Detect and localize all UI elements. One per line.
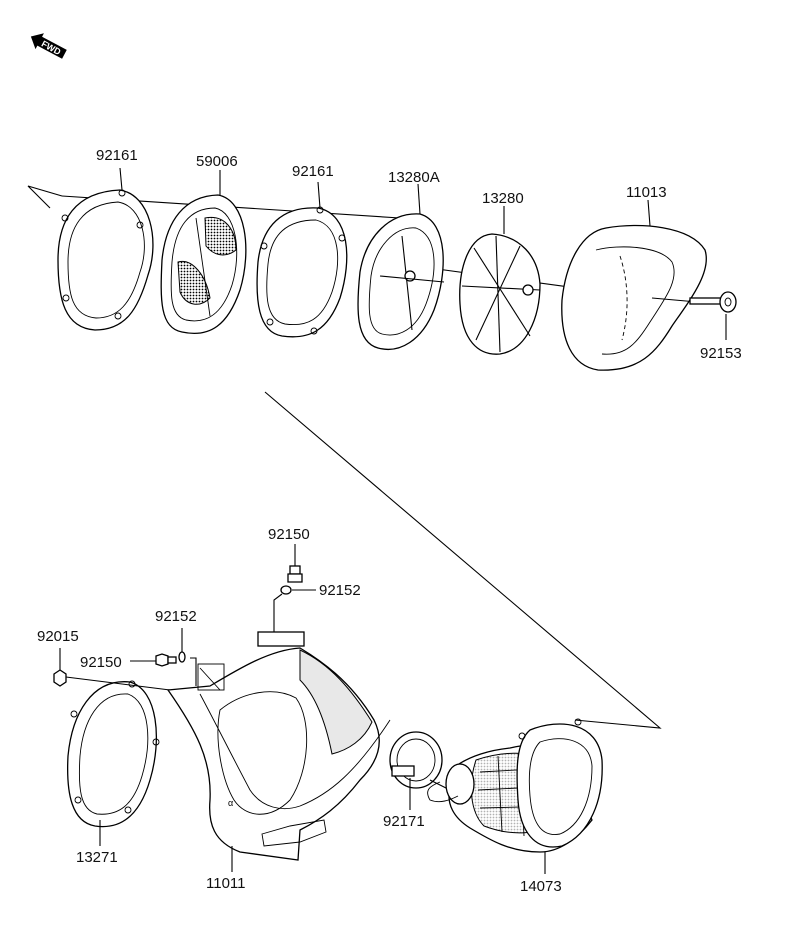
label-clamp: 92171 xyxy=(383,813,425,830)
label-bolt-top: 92153 xyxy=(700,345,742,362)
bolt-left xyxy=(130,653,177,667)
washer-left xyxy=(178,628,197,686)
element-holder xyxy=(459,206,541,355)
label-gasket-a: 92161 xyxy=(96,147,138,164)
air-cleaner-case: α xyxy=(166,631,391,872)
air-filter-element xyxy=(561,199,721,371)
label-gasket-b: 92161 xyxy=(292,163,334,180)
svg-text:α: α xyxy=(228,798,233,808)
forward-arrow-icon: FWD xyxy=(30,33,67,59)
label-washer-upper: 92152 xyxy=(319,582,361,599)
air-duct xyxy=(427,718,603,874)
label-holder-a: 13280A xyxy=(388,169,440,186)
gasket-second xyxy=(256,181,348,338)
element-holder-a xyxy=(357,183,445,350)
gasket-first xyxy=(57,167,154,331)
label-screen: 59006 xyxy=(196,153,238,170)
label-nut: 92015 xyxy=(37,628,79,645)
hose-clamp xyxy=(389,731,459,810)
washer-upper xyxy=(273,585,316,636)
bolt-upper xyxy=(287,544,303,583)
label-holder: 13280 xyxy=(482,190,524,207)
label-case: 11011 xyxy=(206,875,246,892)
assembly-diagonal-line xyxy=(264,391,662,729)
screen-plate xyxy=(160,170,247,334)
gasket-lower xyxy=(57,675,171,846)
label-duct: 14073 xyxy=(520,878,562,895)
label-gasket-lower: 13271 xyxy=(76,849,118,866)
nut xyxy=(53,648,67,687)
label-bolt-left: 92150 xyxy=(80,654,122,671)
bolt-top xyxy=(689,291,737,340)
label-washer-left: 92152 xyxy=(155,608,197,625)
label-bolt-upper: 92150 xyxy=(268,526,310,543)
label-element: 11013 xyxy=(626,184,667,201)
